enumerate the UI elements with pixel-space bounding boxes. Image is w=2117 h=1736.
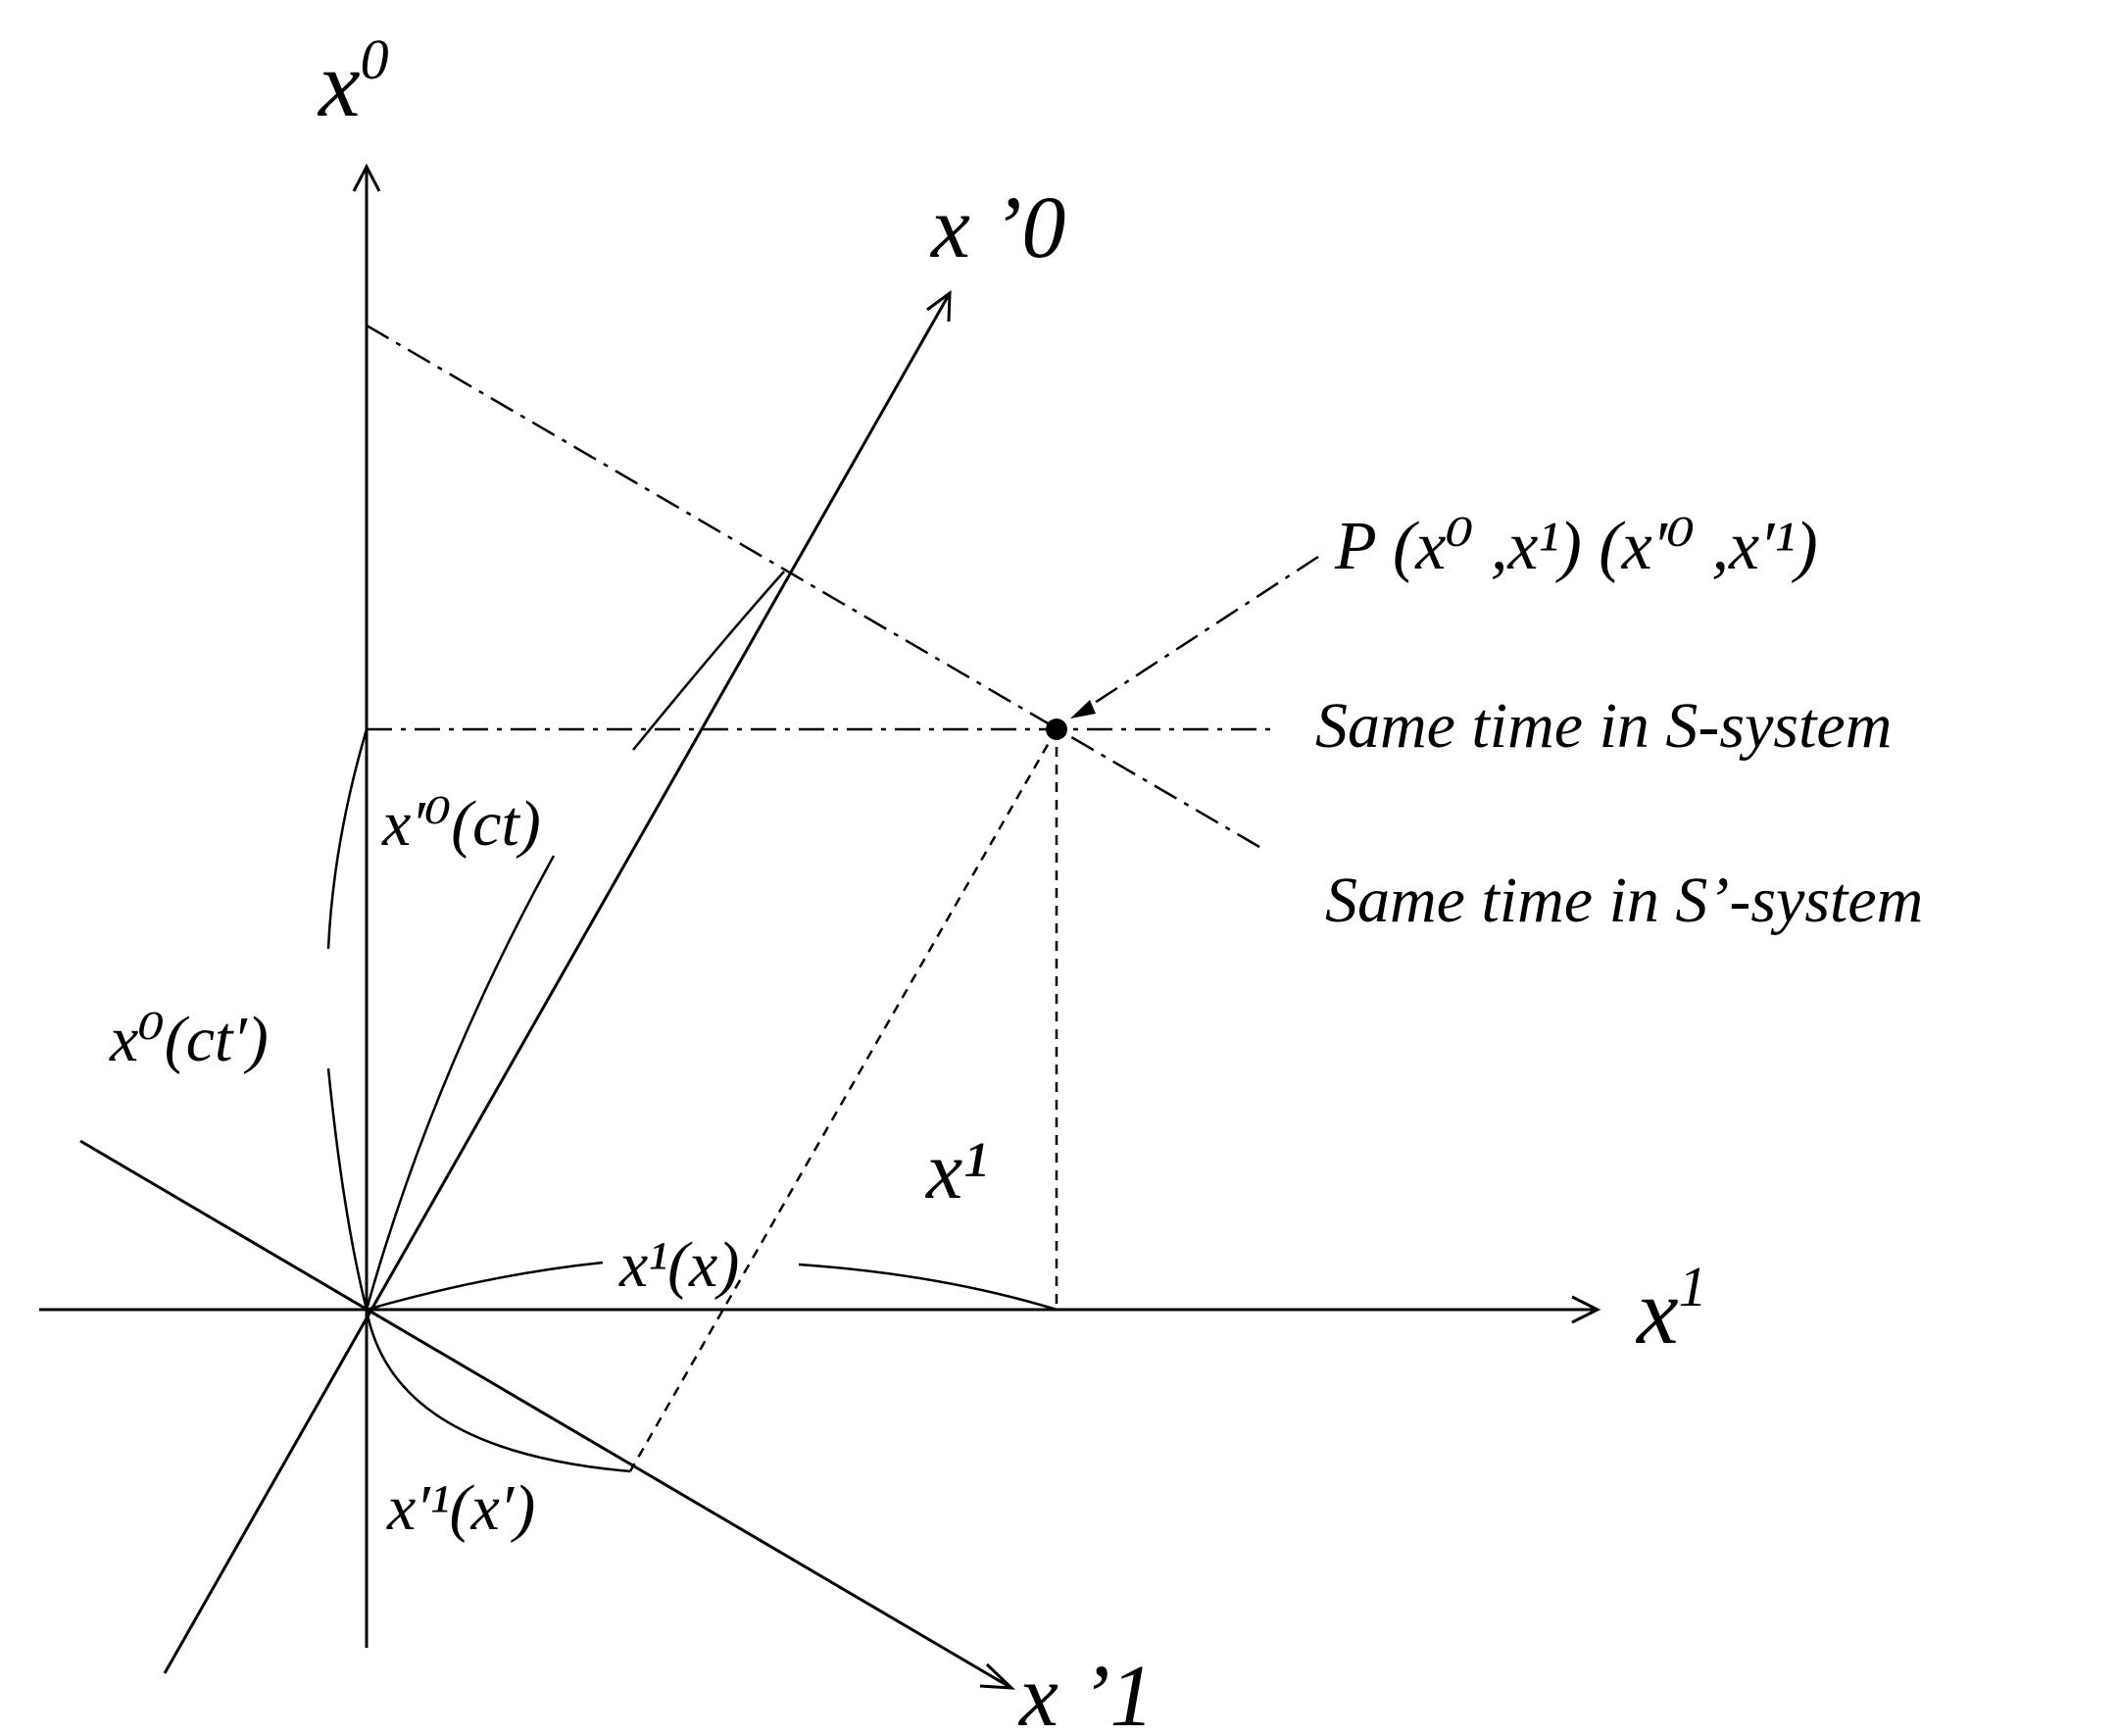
coord-x1-label: x¹ (924, 1125, 987, 1216)
x0-axis-arrowhead (352, 163, 381, 192)
arc-xp1-xp-label: x′¹(x′) (386, 1472, 535, 1544)
arc-x1-x-left (366, 1261, 604, 1312)
x1-axis-label: x1 (1635, 1255, 1707, 1364)
xp0-axis-arrowhead (926, 289, 952, 322)
arc-x0-ctp-label: x⁰(ct′) (109, 1004, 269, 1075)
point-p-marker (1046, 719, 1067, 740)
x0-axis-label: x0 (317, 27, 389, 136)
same-time-sp-label: Same time in S’-system (1325, 865, 1923, 936)
xp1-axis-line (79, 1139, 1012, 1690)
xp0-axis-label: x ’0 (929, 179, 1065, 276)
same-time-sp-line (366, 323, 1260, 849)
arc-x0-ctp-lower (326, 1067, 369, 1311)
x1-axis-arrowhead (1571, 1295, 1601, 1324)
projection-parallel-xp0 (628, 728, 1058, 1472)
pointer-arrowhead (1070, 700, 1096, 719)
point-p-label: P (x⁰ ,x¹) (x′⁰ ,x′¹) (1334, 509, 1818, 584)
arc-xp0-ct-label: x′⁰(ct) (381, 788, 541, 860)
arc-x0-ctp-upper (326, 728, 369, 950)
same-time-s-label: Same time in S-system (1315, 690, 1892, 762)
arc-xp0-ct (632, 570, 785, 751)
xp1-axis-label: x ’1 (1017, 1648, 1154, 1736)
arc-x1-x-label: x¹(x) (618, 1229, 739, 1301)
xp0-axis-line (163, 292, 952, 1674)
arc-xp1-xp (365, 1309, 631, 1473)
arc-x1-x-right (798, 1263, 1058, 1312)
pointer-leader-line (1074, 555, 1319, 718)
arc-xp0-ct-lower (365, 855, 556, 1311)
xp1-axis-arrowhead (979, 1662, 1015, 1690)
